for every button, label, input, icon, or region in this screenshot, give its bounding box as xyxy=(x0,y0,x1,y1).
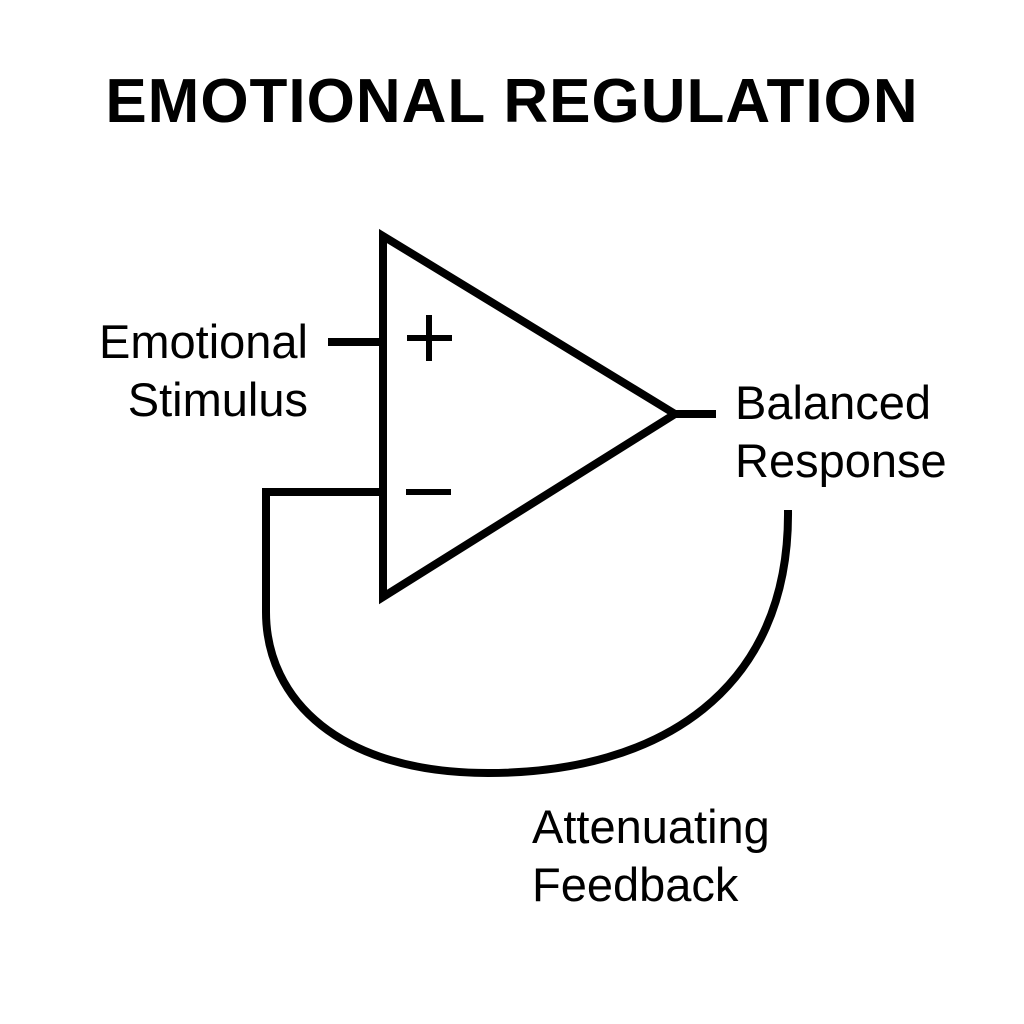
balanced-response-label-line2: Response xyxy=(735,434,947,487)
plus-symbol xyxy=(407,315,452,361)
balanced-response-label-line1: Balanced xyxy=(735,376,931,429)
diagram-title: EMOTIONAL REGULATION xyxy=(105,67,919,136)
amplifier-triangle xyxy=(379,228,683,605)
feedback-loop-path xyxy=(262,488,793,778)
emotional-stimulus-label: Emotional Stimulus xyxy=(99,313,308,429)
balanced-response-label: Balanced Response xyxy=(735,374,947,490)
attenuating-feedback-label-line1: Attenuating xyxy=(532,800,770,853)
attenuating-feedback-label-line2: Feedback xyxy=(532,858,739,911)
attenuating-feedback-label: Attenuating Feedback xyxy=(532,798,770,914)
emotional-stimulus-label-line1: Emotional xyxy=(99,315,308,368)
emotional-stimulus-label-line2: Stimulus xyxy=(127,373,308,426)
